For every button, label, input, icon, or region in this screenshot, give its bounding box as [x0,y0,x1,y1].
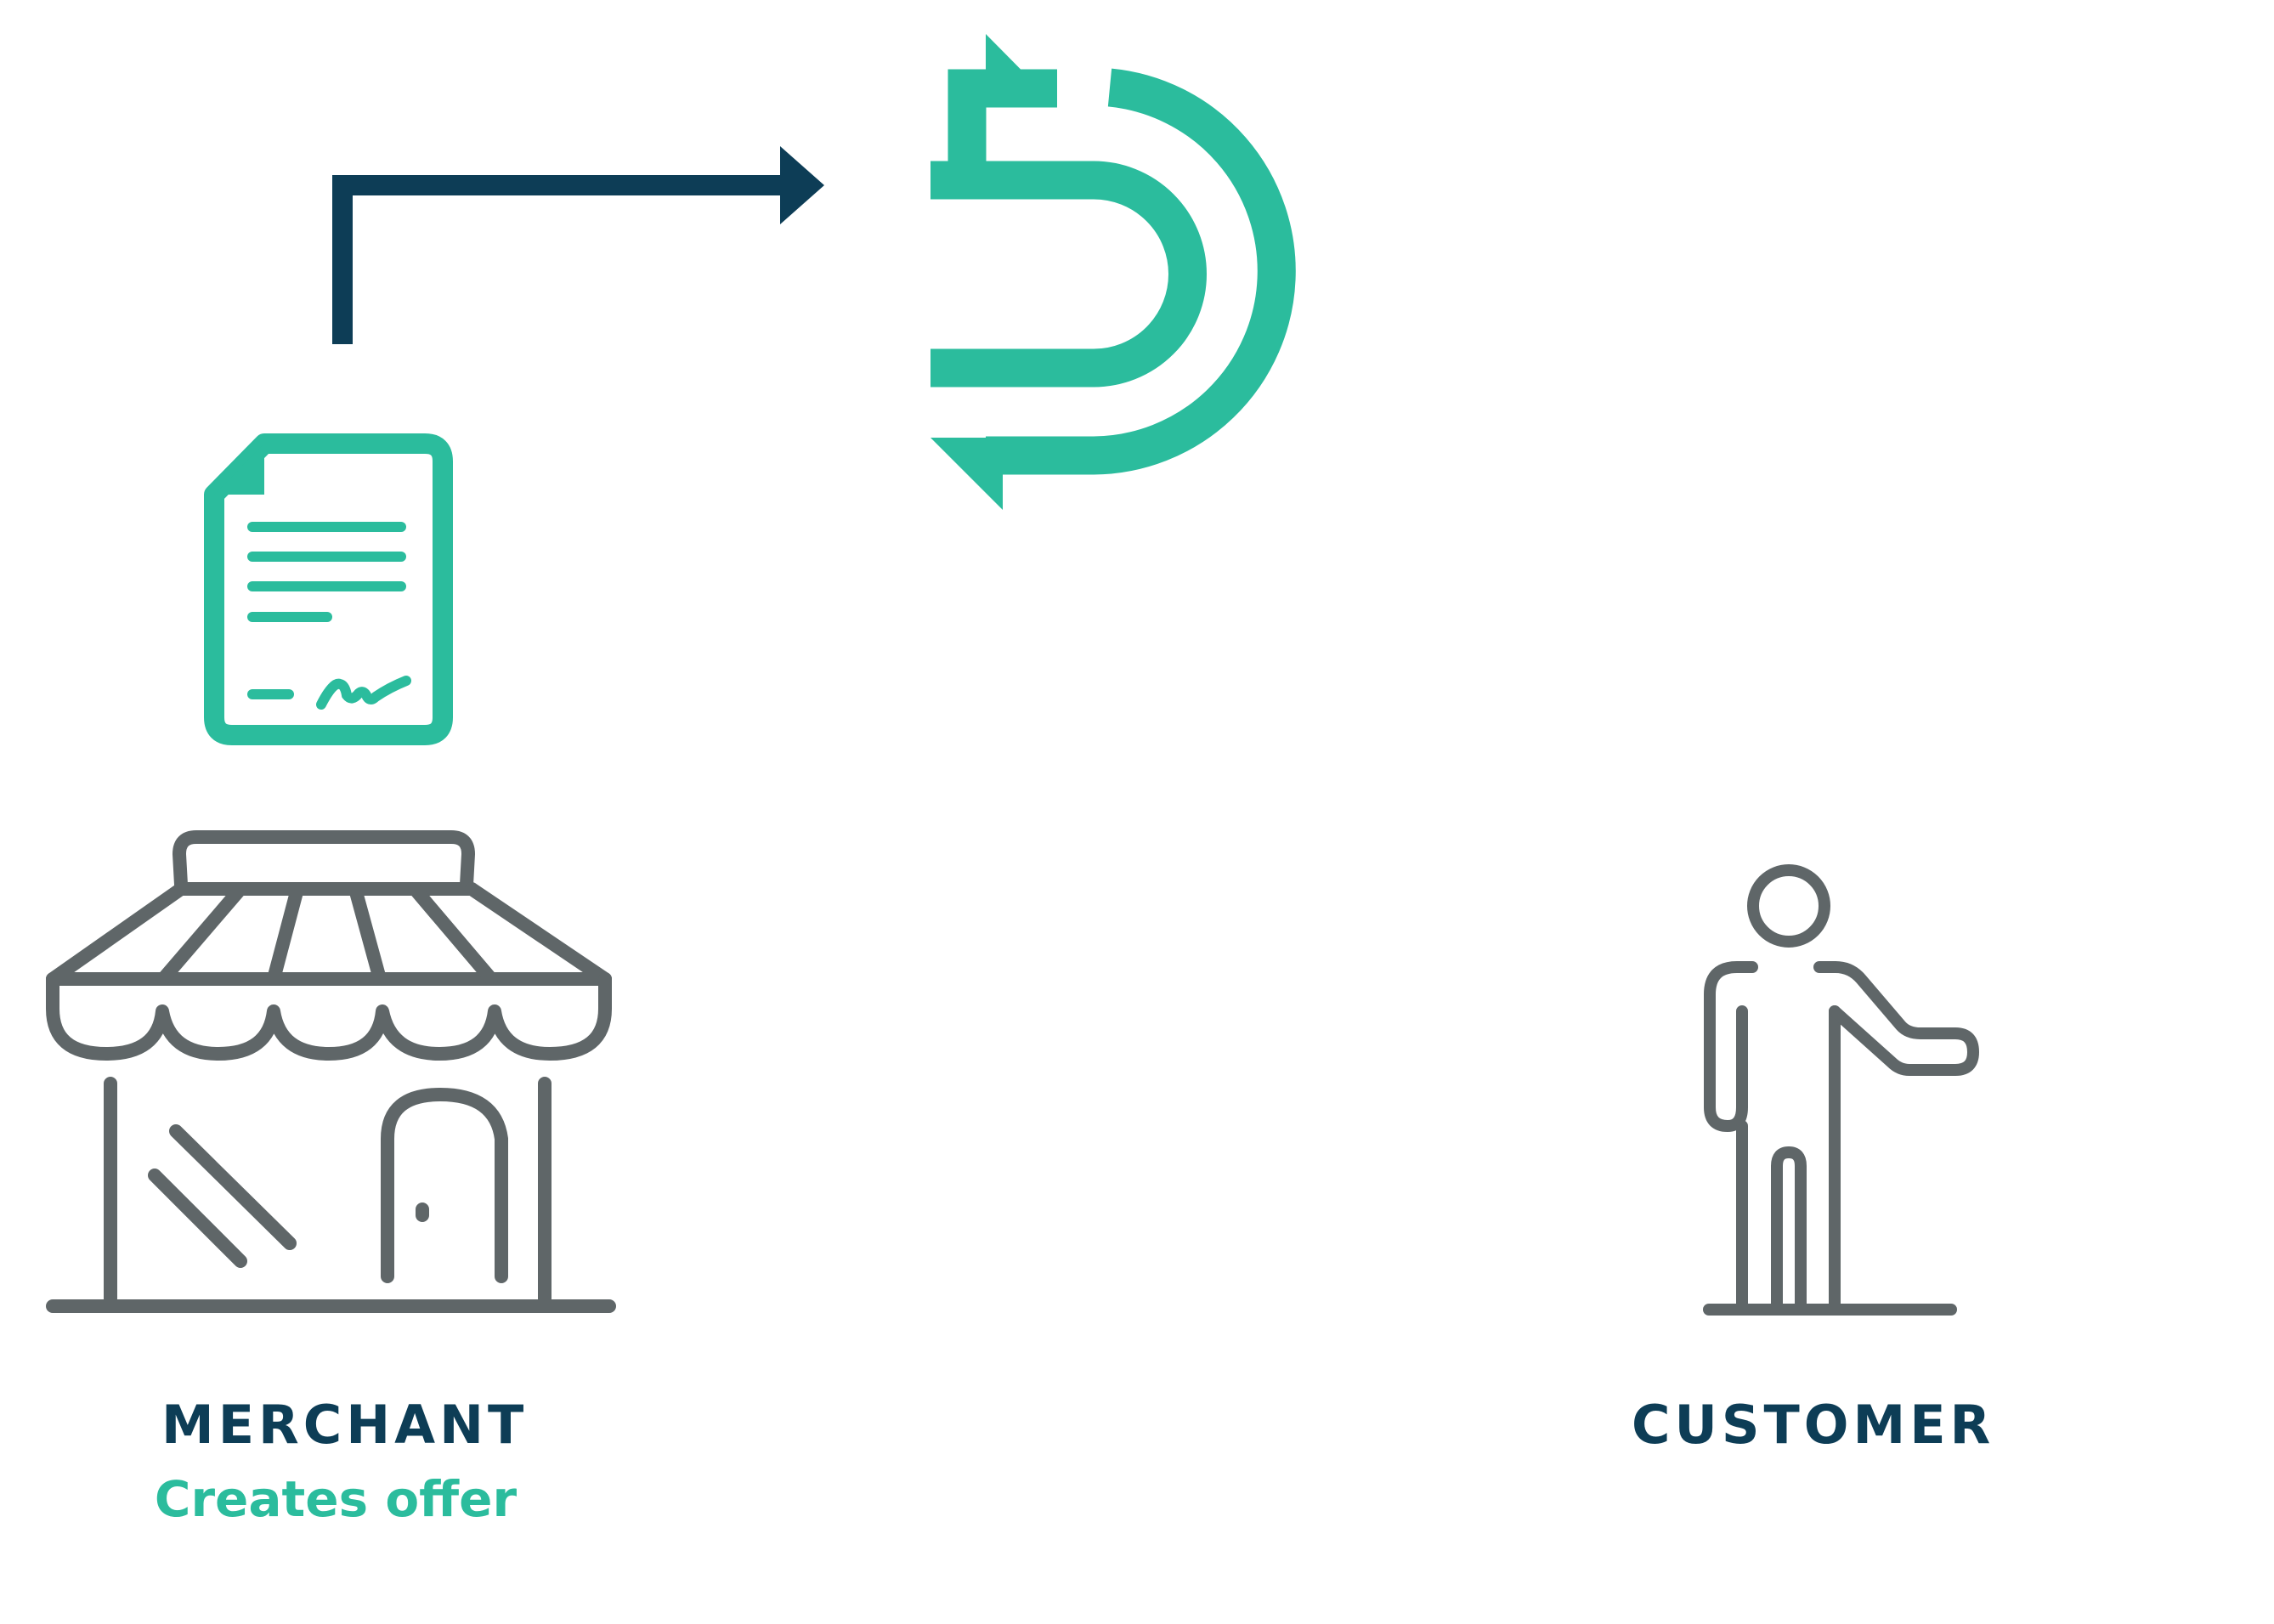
signed-document-icon [204,433,453,745]
person-pointing-icon [1703,864,1979,1316]
merchant-title: MERCHANT [161,1394,529,1456]
customer-title: CUSTOMER [1632,1394,1995,1456]
merchant-subtitle: Creates offer [154,1470,518,1528]
right-angle-arrow-icon [332,146,824,344]
storefront-icon [46,830,616,1313]
sync-cycle-icon [931,34,1296,510]
